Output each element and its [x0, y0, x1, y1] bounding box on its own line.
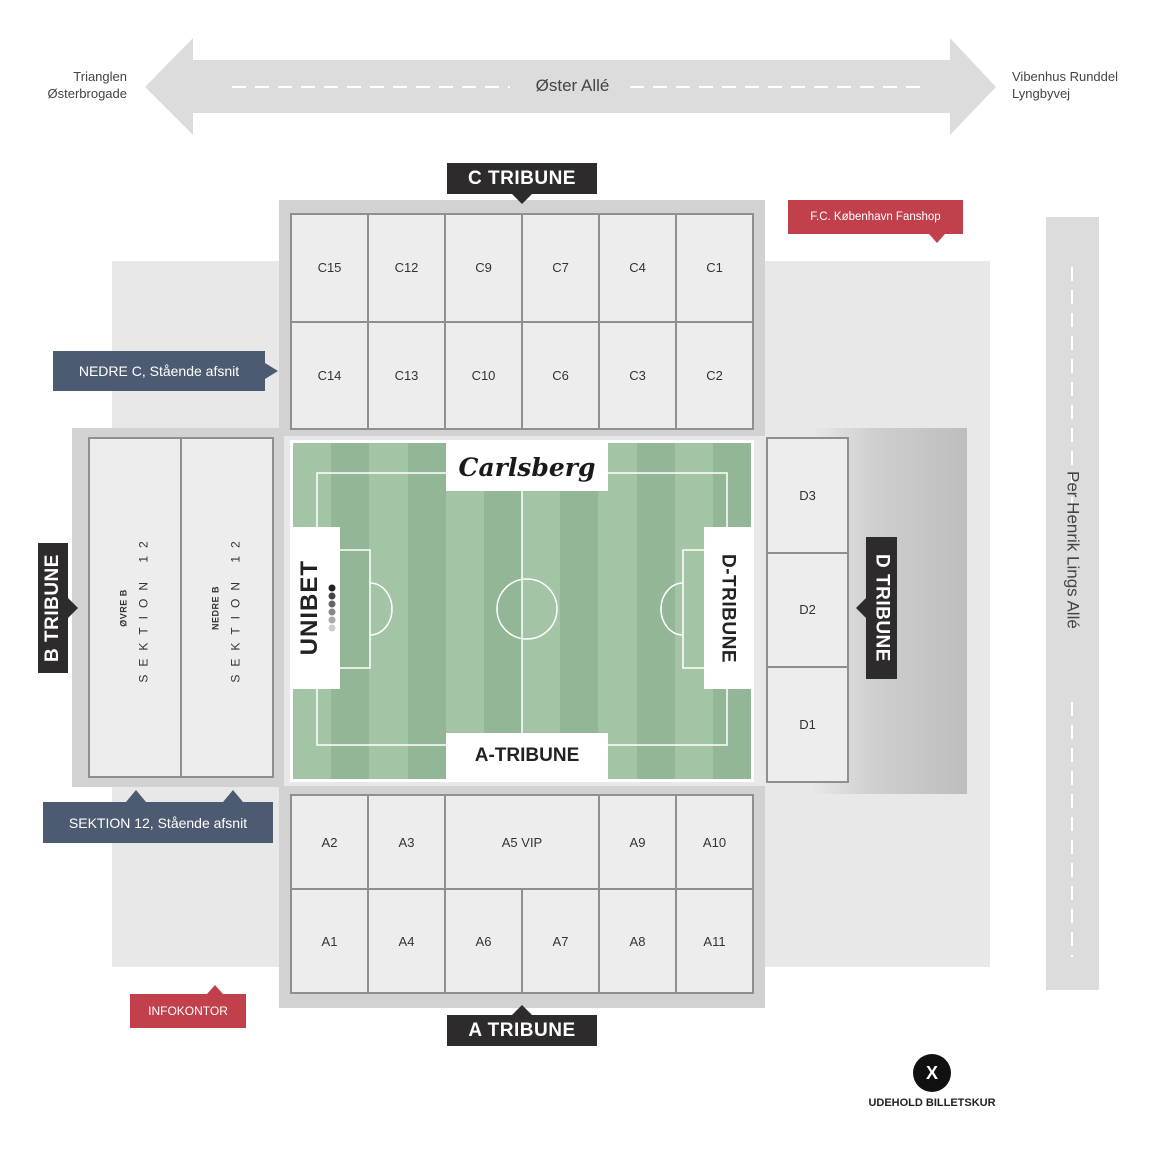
- a-stand-grid: A2 A3 A5 VIP A9 A10 A1 A4 A6 A7 A8 A11: [290, 794, 754, 994]
- section-a9[interactable]: A9: [600, 796, 675, 889]
- section-c9[interactable]: C9: [446, 215, 521, 321]
- oster-alle-road: [145, 38, 996, 135]
- section-d3[interactable]: D3: [768, 439, 847, 552]
- per-henrik-lings-label: Per Henrik Lings Allé: [1046, 300, 1099, 800]
- carlsberg-board: Carlsberg: [446, 443, 608, 491]
- unibet-board: UNIBET: [293, 527, 340, 689]
- d-tribune-header[interactable]: D TRIBUNE: [866, 537, 897, 679]
- b-tribune-pointer: [68, 598, 78, 618]
- unibet-dots-icon: [328, 584, 336, 632]
- section-c3[interactable]: C3: [600, 322, 675, 428]
- section-c7[interactable]: C7: [523, 215, 598, 321]
- sektion12-pointer-2: [223, 790, 243, 802]
- section-c4[interactable]: C4: [600, 215, 675, 321]
- infokontor-tag[interactable]: INFOKONTOR: [130, 994, 246, 1028]
- sektion12-tag[interactable]: SEKTION 12, Stående afsnit: [43, 802, 273, 843]
- section-a4[interactable]: A4: [369, 890, 444, 992]
- section-c12[interactable]: C12: [369, 215, 444, 321]
- pitch-stripe: [636, 443, 676, 779]
- section-c6[interactable]: C6: [523, 322, 598, 428]
- nedre-c-tag[interactable]: NEDRE C, Stående afsnit: [53, 351, 265, 391]
- carlsberg-logo: Carlsberg: [458, 452, 596, 482]
- fanshop-tag[interactable]: F.C. København Fanshop: [788, 200, 963, 234]
- pitch-stripe: [560, 443, 600, 779]
- b-tribune-header[interactable]: B TRIBUNE: [38, 543, 68, 673]
- a-tribune-header[interactable]: A TRIBUNE: [447, 1015, 597, 1046]
- d-tribune-pointer: [856, 598, 866, 618]
- c-tribune-header[interactable]: C TRIBUNE: [447, 163, 597, 194]
- c-stand-grid: C15 C12 C9 C7 C4 C1 C14 C13 C10 C6 C3 C2: [290, 213, 754, 430]
- section-nedre-b[interactable]: NEDRE B SEKTION 12: [180, 437, 274, 778]
- a-tribune-pointer: [512, 1005, 532, 1015]
- vibenhus-label: Vibenhus Runddel: [1012, 69, 1119, 84]
- pitch-stripe: [445, 443, 485, 779]
- section-c2[interactable]: C2: [677, 322, 752, 428]
- section-a2[interactable]: A2: [292, 796, 367, 889]
- section-c15[interactable]: C15: [292, 215, 367, 321]
- section-ovre-b[interactable]: ØVRE B SEKTION 12: [88, 437, 182, 778]
- nedre-c-pointer: [265, 363, 278, 379]
- a-tribune-board: A-TRIBUNE: [446, 733, 608, 779]
- nedre-b-text: NEDRE B SEKTION 12: [211, 533, 243, 682]
- ovre-b-sektion-label: SEKTION 12: [137, 532, 152, 683]
- pitch-stripe: [369, 443, 409, 779]
- sektion12-pointer-1: [126, 790, 146, 802]
- section-a11[interactable]: A11: [677, 890, 752, 992]
- unibet-logo: UNIBET: [296, 560, 323, 656]
- nedre-b-label: NEDRE B: [211, 585, 222, 630]
- oster-alle-label: Øster Allé: [535, 76, 610, 95]
- trianglen-label: Trianglen: [73, 69, 127, 84]
- section-a6[interactable]: A6: [446, 890, 521, 992]
- c-tribune-pointer: [512, 194, 532, 204]
- section-a8[interactable]: A8: [600, 890, 675, 992]
- section-c14[interactable]: C14: [292, 322, 367, 428]
- udehold-x-marker[interactable]: X: [913, 1054, 951, 1092]
- section-a3[interactable]: A3: [369, 796, 444, 889]
- section-a1[interactable]: A1: [292, 890, 367, 992]
- section-a7[interactable]: A7: [523, 890, 598, 992]
- lyngbyvej-label: Lyngbyvej: [1012, 86, 1071, 101]
- d-tribune-board-label: D-TRIBUNE: [717, 553, 739, 663]
- section-d2[interactable]: D2: [768, 553, 847, 667]
- a-tribune-board-label: A-TRIBUNE: [474, 745, 580, 766]
- section-c13[interactable]: C13: [369, 322, 444, 428]
- osterbrogade-label: Østerbrogade: [47, 86, 128, 101]
- fanshop-pointer: [929, 234, 945, 243]
- right-road-dashes: [1071, 267, 1073, 957]
- per-henrik-lings-text: Per Henrik Lings Allé: [1063, 471, 1083, 629]
- ovre-b-text: ØVRE B SEKTION 12: [119, 533, 151, 682]
- section-c10[interactable]: C10: [446, 322, 521, 428]
- d-tribune-board: D-TRIBUNE: [704, 527, 751, 689]
- ovre-b-label: ØVRE B: [119, 588, 130, 627]
- udehold-label: UDEHOLD BILLETSKUR: [868, 1097, 996, 1109]
- section-a5-vip[interactable]: A5 VIP: [446, 796, 598, 889]
- road-label-left: Trianglen Østerbrogade: [20, 68, 128, 102]
- pitch-stripe: [483, 443, 523, 779]
- pitch-stripe: [407, 443, 447, 779]
- pitch-stripe: [522, 443, 562, 779]
- nedre-b-sektion-label: SEKTION 12: [229, 532, 244, 683]
- infokontor-pointer: [207, 985, 223, 994]
- pitch-stripe: [598, 443, 638, 779]
- road-label-right: Vibenhus Runddel Lyngbyvej: [1012, 68, 1152, 102]
- section-c1[interactable]: C1: [677, 215, 752, 321]
- pitch-markings: [316, 472, 728, 746]
- section-a10[interactable]: A10: [677, 796, 752, 889]
- d-stand-grid: D3 D2 D1: [766, 437, 849, 783]
- section-d1[interactable]: D1: [768, 668, 847, 781]
